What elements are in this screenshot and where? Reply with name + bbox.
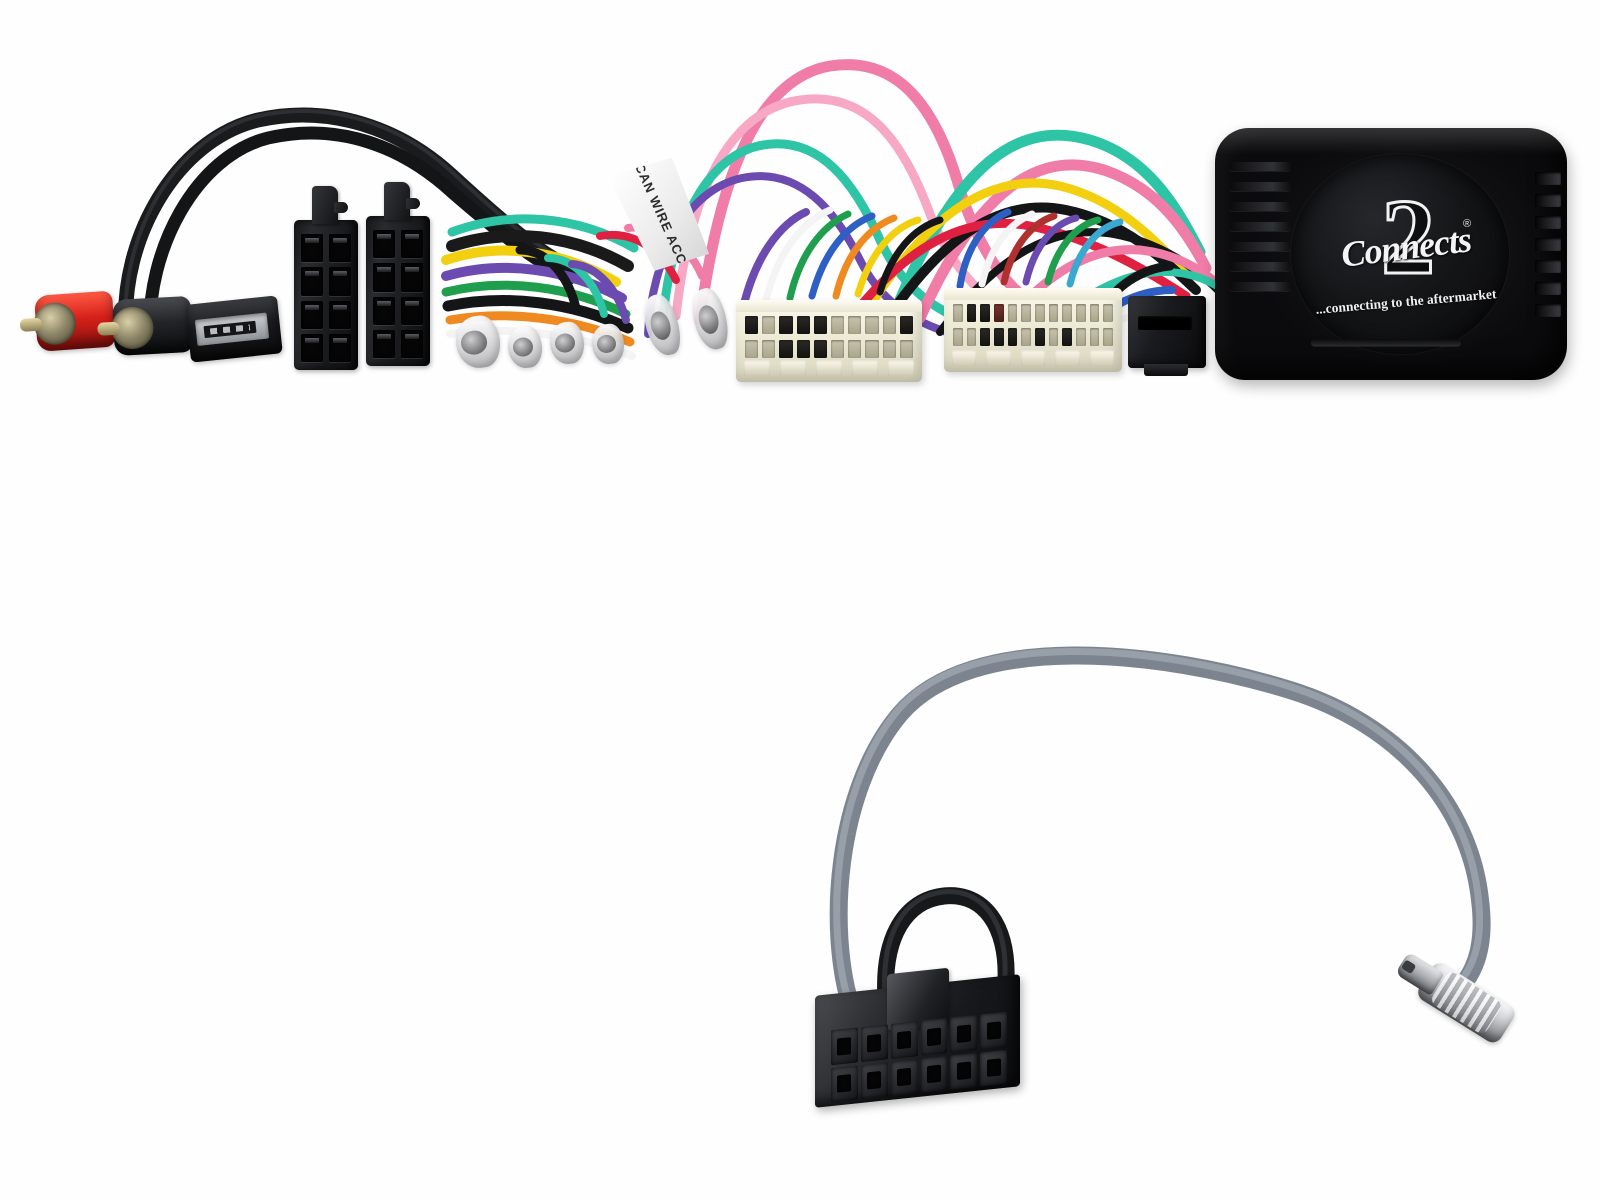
vehicle-harness-connector-a[interactable] — [736, 300, 922, 382]
auxiliary-black-connector[interactable] — [1128, 296, 1206, 376]
iso-latch-tab — [312, 186, 348, 224]
connector-lip — [944, 288, 1122, 300]
connector-pin-rows — [745, 316, 913, 358]
connector-pin-rows — [953, 304, 1113, 346]
connector-notch — [1138, 316, 1192, 330]
iso-speaker-connector[interactable] — [366, 182, 430, 366]
module-vent-slots — [1535, 172, 1561, 332]
iso-power-connector[interactable] — [294, 186, 358, 370]
registered-trademark-icon: ® — [1463, 218, 1472, 230]
module-face-disc — [1291, 154, 1509, 354]
connector-feet — [952, 350, 1115, 366]
iso-latch-tab — [384, 182, 420, 220]
iso-pin-holes — [301, 234, 351, 362]
module-groove — [1311, 339, 1461, 346]
connector-lip — [736, 300, 922, 312]
iso-pin-holes — [373, 230, 423, 358]
connects2-logo: 2 Connects ® ...connecting to the afterm… — [1311, 182, 1501, 317]
connector-foot — [1144, 364, 1188, 376]
vehicle-harness-connector-b[interactable] — [944, 288, 1122, 372]
twelve-pin-connector[interactable] — [815, 967, 1020, 1108]
logo-numeral-2: 2 — [1380, 178, 1437, 297]
connector-feet — [744, 360, 914, 376]
connects2-interface-module[interactable]: 2 Connects ® ...connecting to the afterm… — [1215, 128, 1567, 380]
module-cooling-fins — [1229, 162, 1291, 342]
